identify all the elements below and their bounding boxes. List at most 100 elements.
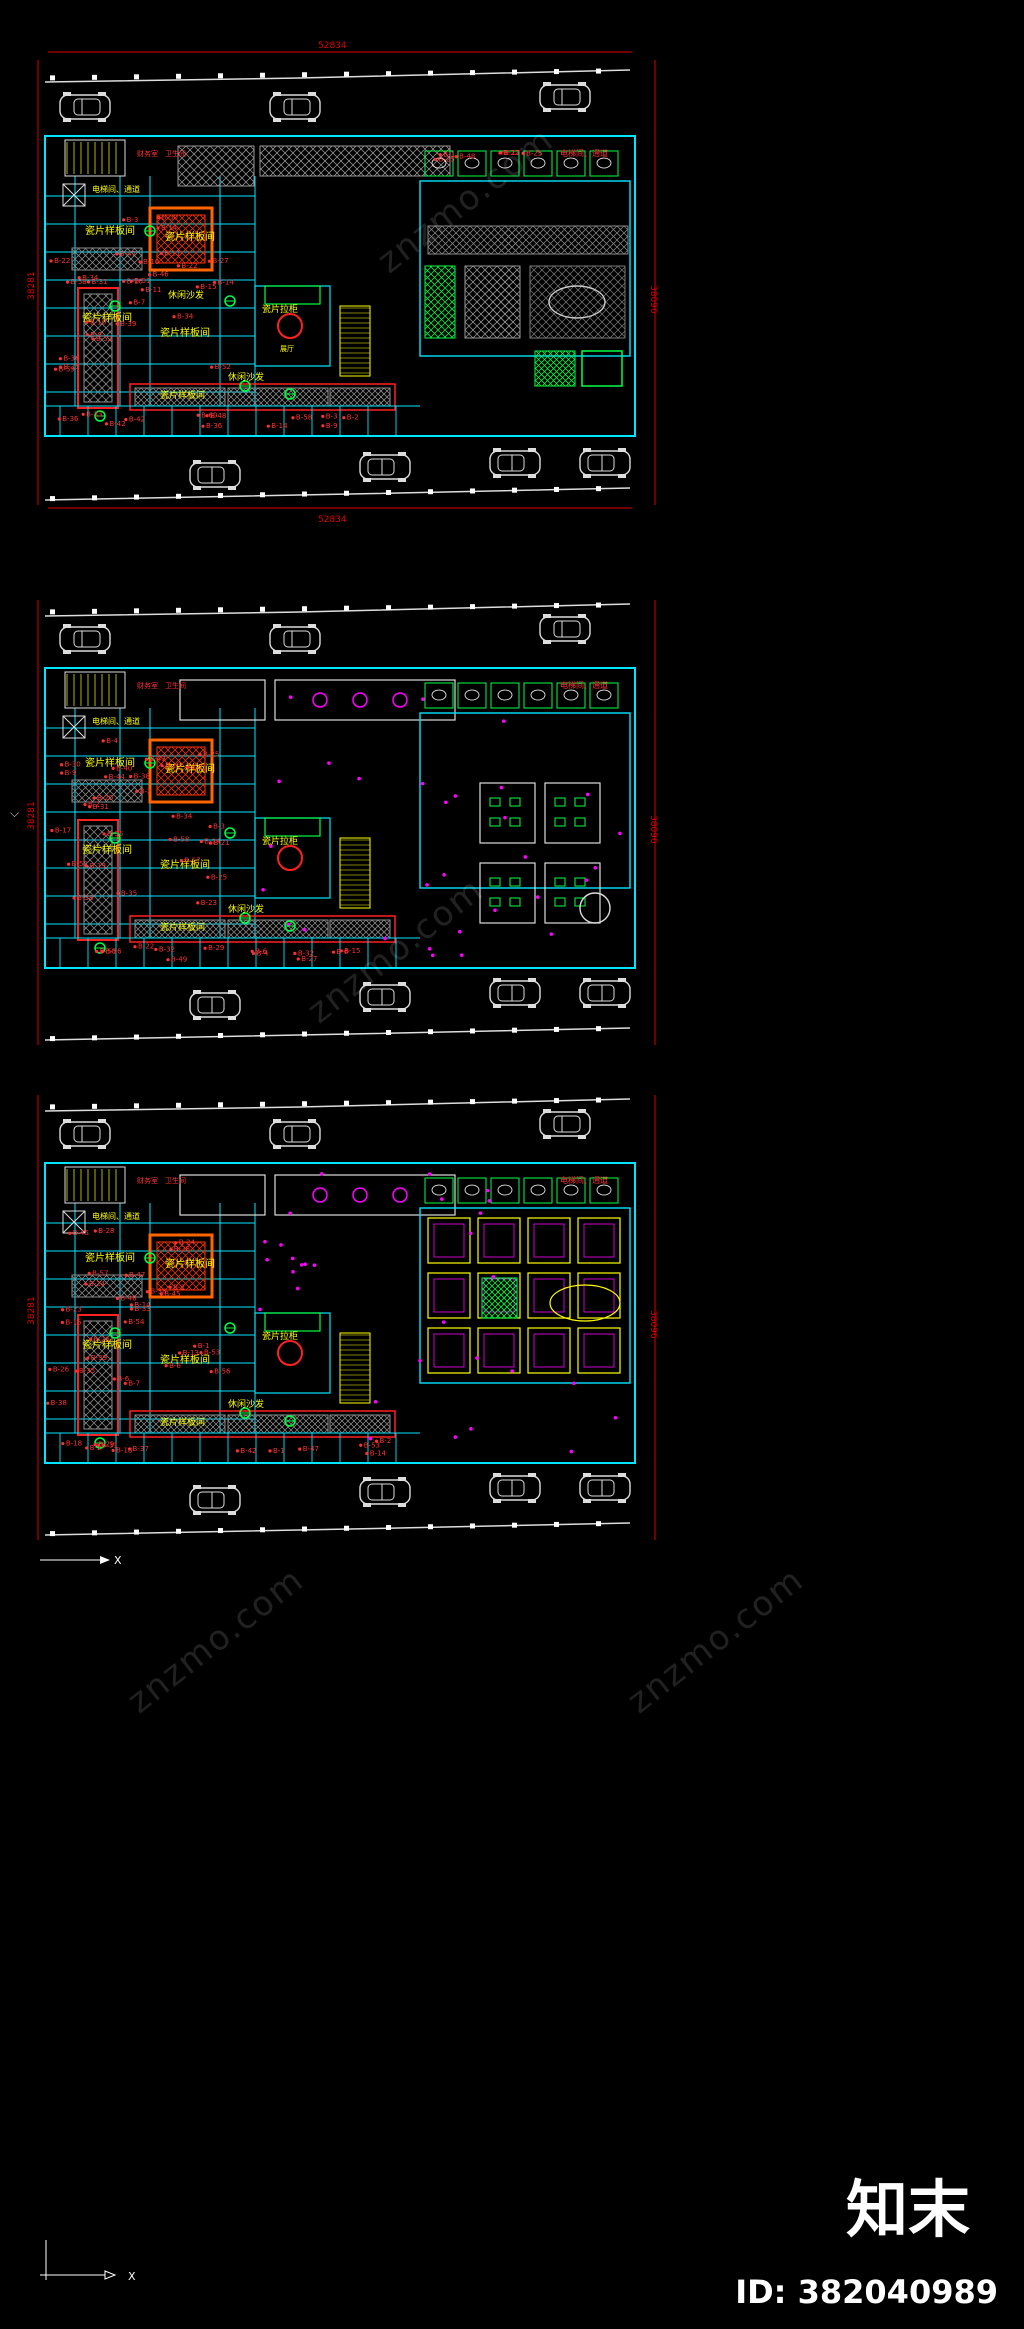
tag-dot [166, 958, 170, 962]
light-point [427, 946, 432, 951]
survey-marker [50, 75, 55, 81]
room-tag: B-35 [107, 830, 123, 838]
room-tag: B-52 [215, 363, 231, 371]
tag-dot [342, 416, 346, 420]
survey-marker [554, 1521, 559, 1527]
label-pull-cabinet: 瓷片拉柜 [262, 303, 298, 315]
axis-x-label: X [128, 2270, 136, 2283]
room-tag: B-24 [89, 1280, 106, 1288]
room-tag: B-20 [97, 794, 113, 802]
light-point [277, 779, 281, 784]
car-symbol [579, 448, 631, 478]
tag-dot [48, 1367, 52, 1371]
fixture-box [589, 1177, 619, 1204]
display-hatch [83, 293, 113, 403]
counter-hatch [134, 1414, 226, 1434]
center-hall [254, 1312, 371, 1404]
tag-dot [111, 1448, 115, 1453]
room-tag: B-21 [213, 839, 229, 847]
stairway [339, 1332, 371, 1404]
light-point [420, 781, 425, 786]
light-point [457, 929, 462, 934]
light-point [584, 878, 589, 882]
tag-dot [129, 774, 133, 779]
room-tag: B-10 [90, 318, 106, 326]
room-tag: B-27 [212, 257, 228, 265]
dim-width-top: 52834 [318, 41, 347, 51]
survey-marker [260, 72, 265, 78]
strip-hatch [259, 145, 451, 177]
tag-dot [160, 764, 164, 768]
ucs-axis-markers: XX⌵ [10, 806, 136, 2283]
survey-marker [92, 495, 97, 501]
tag-dot [198, 752, 202, 757]
car-symbol [579, 1473, 631, 1503]
building: 电梯间、通道瓷片样板间瓷片样板间瓷片样板间瓷片样板间瓷片样板间休闲沙发休闲沙发瓷… [44, 135, 636, 437]
room-tag: B-14 [161, 224, 178, 232]
tag-dot [159, 1292, 163, 1296]
chair-symbol [509, 877, 521, 887]
light-point [491, 1274, 496, 1279]
round-table-symbol [277, 845, 303, 871]
tag-dot [67, 862, 71, 866]
ceiling-panel [577, 1327, 621, 1374]
room-tag: B-24 [179, 1239, 196, 1247]
tag-dot [85, 320, 89, 324]
chair-symbol [489, 897, 501, 907]
light-point [383, 936, 387, 941]
label-hall: 展厅 [280, 345, 294, 353]
right-zone [419, 712, 631, 924]
label-elevator: 电梯间、通道 [92, 716, 140, 726]
center-hall [254, 285, 371, 377]
tag-dot [433, 158, 438, 162]
light-point [523, 855, 528, 859]
tag-dot [128, 301, 132, 305]
fixture-box [424, 150, 454, 177]
tag-dot [100, 949, 104, 953]
site-logo: 知末 [845, 2173, 970, 2246]
room-tag: B-4 [106, 737, 118, 745]
label-office: 财务室 [137, 1176, 158, 1185]
fixture-symbol [596, 157, 612, 169]
top-display-strip [177, 145, 451, 187]
survey-marker [512, 69, 517, 75]
survey-marker [92, 74, 97, 80]
survey-marker [92, 608, 97, 614]
car-symbol [489, 1473, 541, 1503]
light-point [453, 794, 458, 798]
lift-shaft [62, 1210, 86, 1234]
car-symbol [489, 978, 541, 1008]
survey-marker [134, 1034, 139, 1040]
label-tile-room-a: 瓷片样板间 [85, 1251, 135, 1264]
plants [94, 757, 296, 954]
room-tag: B-6 [336, 948, 348, 956]
tag-dot [210, 365, 214, 369]
light-point [439, 1197, 444, 1201]
fixture-symbol [464, 157, 480, 169]
tag-dot [293, 951, 297, 955]
strip-hatch [177, 145, 255, 187]
survey-marker [134, 1103, 139, 1109]
chair-symbol [489, 877, 501, 887]
survey-marker [134, 494, 139, 500]
light-point [501, 719, 506, 723]
parking-cars [59, 1109, 631, 1515]
tag-dot [123, 1320, 127, 1324]
room-tag: B-25 [526, 149, 542, 157]
right-hatch [529, 265, 626, 339]
tag-dot [176, 264, 180, 268]
survey-marker [386, 1100, 391, 1106]
tag-dot [251, 951, 256, 956]
room-tag: B-26 [53, 1365, 70, 1373]
tag-dot [168, 837, 172, 842]
room-tag: B-15 [200, 283, 216, 291]
light-fixture [312, 1187, 328, 1203]
survey-marker [386, 71, 391, 77]
light-point [459, 953, 464, 957]
chair-symbol [509, 897, 521, 907]
room-tag: B-53 [204, 1349, 220, 1357]
survey-marker [260, 1101, 265, 1107]
chair-symbol [554, 817, 566, 827]
